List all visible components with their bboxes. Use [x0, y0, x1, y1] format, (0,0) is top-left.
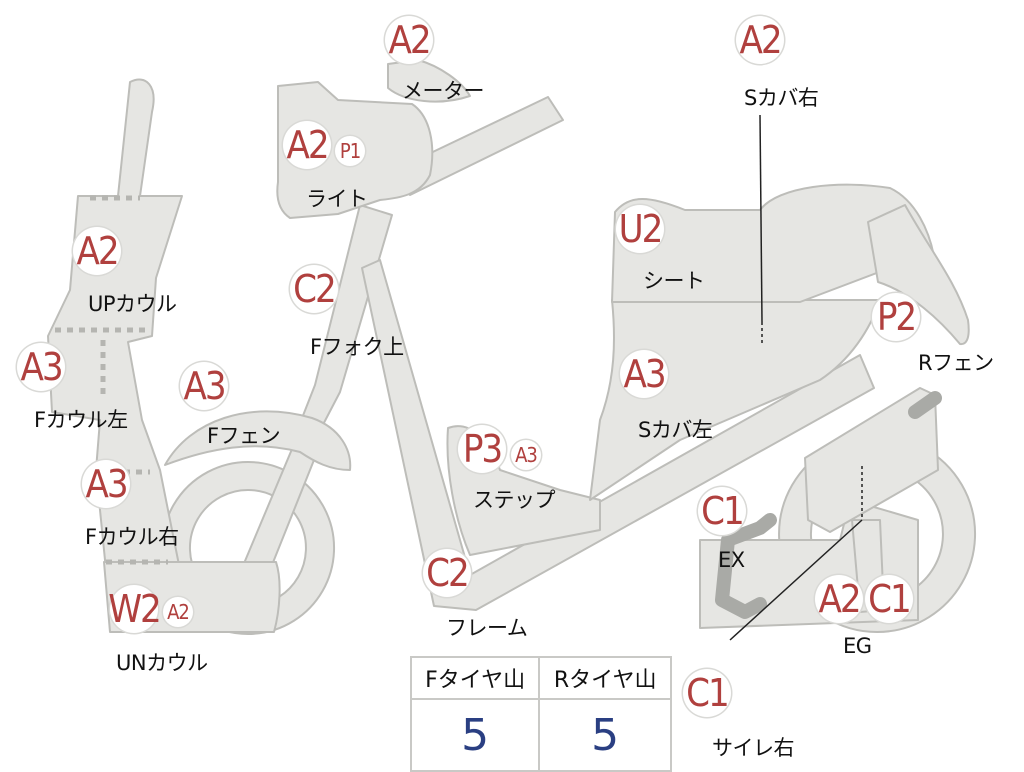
grade-badge-up-cowl: A2	[73, 227, 121, 275]
grade-badge-light: A2	[283, 121, 331, 169]
grade-badge-f-fender: A3	[180, 362, 228, 410]
grade-badge-engine: A2	[815, 575, 863, 623]
label-r-fender: Rフェン	[918, 351, 994, 375]
tire-table-header-row: Fタイヤ山 Rタイヤ山	[409, 656, 672, 700]
grade-badge-under-cowl: W2	[108, 585, 162, 633]
grade-badge-step-2: A3	[511, 440, 541, 470]
exhaust-pipe	[715, 513, 777, 619]
grade-badge-side-cover-r: A2	[736, 16, 784, 64]
meter-part	[387, 59, 471, 103]
grade-badge-step: P3	[458, 425, 506, 473]
label-f-cowl-left: Fカウル左	[34, 408, 128, 432]
side-cover-part	[589, 299, 881, 501]
label-silencer-r: サイレ右	[712, 736, 795, 760]
rear-tire-header: Rタイヤ山	[538, 656, 672, 700]
label-up-cowl: UPカウル	[88, 292, 177, 316]
grade-badge-under-cowl-2: A2	[163, 597, 193, 627]
label-light: ライト	[306, 187, 368, 211]
engine-cover-part	[804, 387, 939, 533]
tire-tread-table: Fタイヤ山 Rタイヤ山 5 5	[409, 656, 672, 772]
tire-table-value-row: 5 5	[409, 698, 672, 772]
grade-badge-exhaust: C1	[698, 487, 746, 535]
exhaust-tip	[908, 391, 942, 419]
grade-badge-f-cowl-left: A3	[17, 343, 65, 391]
rear-fender-part	[867, 204, 970, 346]
seat-part	[611, 183, 936, 303]
label-f-fender: Fフェン	[207, 424, 281, 448]
grade-badge-engine-2: C1	[865, 575, 913, 623]
label-under-cowl: UNカウル	[116, 651, 208, 675]
label-step: ステップ	[473, 488, 556, 512]
grade-badge-meter: A2	[385, 16, 433, 64]
grade-badge-frame: C2	[423, 549, 471, 597]
grade-badge-r-fender: P2	[872, 293, 920, 341]
label-side-cover-l: Sカバ左	[638, 418, 713, 442]
label-engine: EG	[843, 634, 872, 658]
grade-badge-silencer-r: C1	[683, 669, 731, 717]
label-exhaust: EX	[718, 548, 745, 572]
front-tire-value: 5	[409, 698, 541, 772]
front-tire-header: Fタイヤ山	[409, 656, 541, 700]
frame-part	[361, 259, 875, 611]
rear-tire-value: 5	[538, 698, 672, 772]
label-frame: フレーム	[446, 616, 528, 640]
label-meter: メーター	[402, 79, 485, 103]
front-fender-part	[164, 410, 352, 471]
label-seat: シート	[643, 269, 705, 293]
grade-badge-light-2: P1	[335, 136, 365, 166]
label-f-fork-upper: Fフォク上	[310, 335, 404, 359]
label-side-cover-r: Sカバ右	[744, 86, 819, 110]
label-f-cowl-right: Fカウル右	[85, 525, 179, 549]
grade-badge-f-cowl-right: A3	[82, 460, 130, 508]
grade-badge-seat: U2	[616, 205, 664, 253]
grade-badge-f-fork-upper: C2	[290, 265, 338, 313]
grade-badge-side-cover-l: A3	[620, 350, 668, 398]
